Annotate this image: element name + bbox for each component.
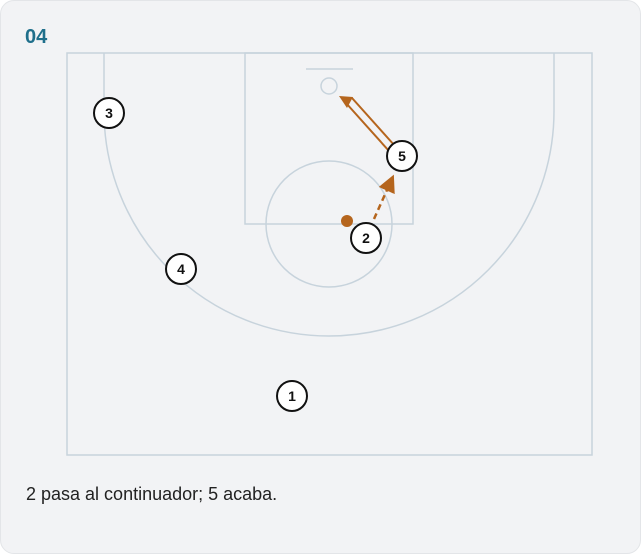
paint-lane: [244, 52, 414, 225]
player-5-label: 5: [398, 148, 406, 164]
court-lines: [66, 52, 593, 456]
court-boundary: [66, 52, 593, 456]
player-3: 3: [93, 97, 125, 129]
three-point-line: [103, 53, 555, 337]
player-4-label: 4: [177, 261, 185, 277]
cut-line-5-to-basket: [339, 96, 396, 152]
pass-line-2-to-5: [372, 174, 395, 220]
play-number: 04: [25, 26, 48, 48]
cut-arrowhead: [339, 96, 353, 108]
players: 1 2 3 4 5: [93, 97, 418, 412]
player-5: 5: [386, 140, 418, 172]
ball-icon: [341, 215, 353, 227]
play-caption: 2 pasa al continuador; 5 acaba.: [26, 484, 278, 504]
player-3-label: 3: [105, 105, 113, 121]
player-1: 1: [276, 380, 308, 412]
player-1-label: 1: [288, 388, 296, 404]
basket: [320, 77, 338, 95]
free-throw-circle: [265, 160, 393, 288]
player-2-label: 2: [362, 230, 370, 246]
player-2: 2: [350, 222, 382, 254]
player-4: 4: [165, 253, 197, 285]
actions: [339, 96, 396, 220]
